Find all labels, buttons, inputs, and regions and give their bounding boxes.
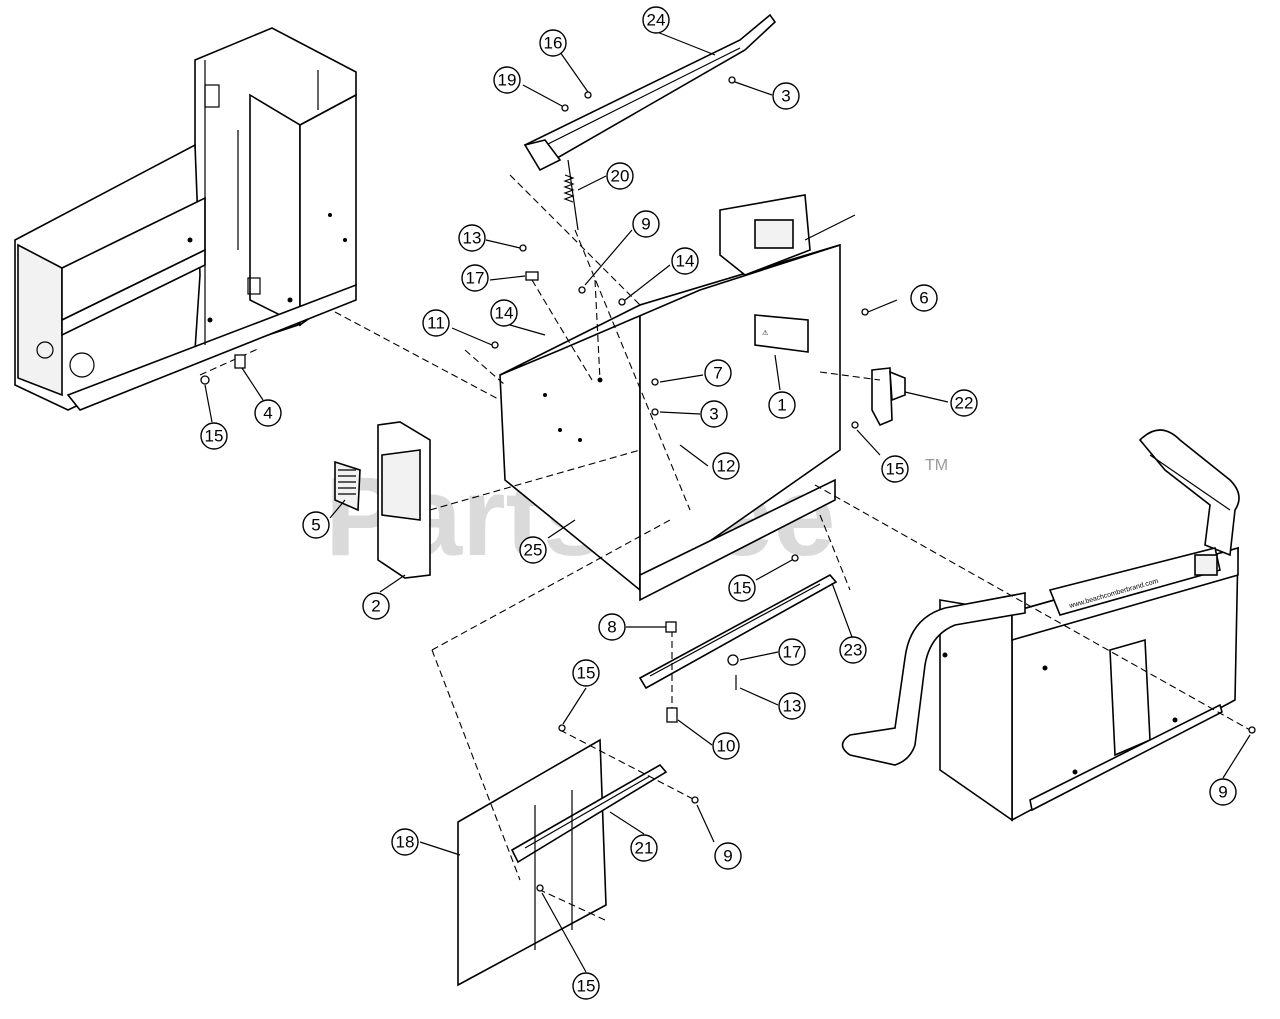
side-panel-2	[334, 421, 431, 579]
callout-16: 16	[539, 29, 567, 57]
callout-label: 3	[709, 405, 718, 424]
assembly-lines	[199, 174, 1251, 921]
callout-25: 25	[519, 536, 547, 564]
callout-9: 9	[1209, 778, 1237, 806]
callout-9: 9	[714, 842, 742, 870]
callout-label: 9	[641, 215, 650, 234]
callout-13: 13	[778, 692, 806, 720]
bracket-22	[871, 367, 906, 427]
callout-label: 8	[607, 618, 616, 637]
callout-15: 15	[881, 455, 909, 483]
callout-15: 15	[728, 574, 756, 602]
callout-label: 19	[498, 71, 517, 90]
callout-21: 21	[630, 834, 658, 862]
callout-22: 22	[950, 389, 978, 417]
callout-13: 13	[458, 224, 486, 252]
callout-label: 4	[263, 404, 272, 423]
callout-label: 22	[955, 394, 974, 413]
callout-3: 3	[772, 82, 800, 110]
callout-14: 14	[671, 247, 699, 275]
callout-18: 18	[391, 828, 419, 856]
callout-label: 1	[777, 396, 786, 415]
callout-label: 2	[371, 597, 380, 616]
callout-label: 3	[781, 87, 790, 106]
callout-10: 10	[712, 732, 740, 760]
watermark-trademark: TM	[925, 457, 948, 474]
callout-11: 11	[422, 309, 450, 337]
callout-15: 15	[200, 422, 228, 450]
spring-20	[563, 159, 579, 231]
svg-text:⚠: ⚠	[762, 329, 768, 337]
callout-label: 5	[311, 516, 320, 535]
callout-label: 14	[495, 304, 514, 323]
top-bracket-rod	[523, 13, 777, 172]
callout-label: 15	[886, 460, 905, 479]
callout-label: 17	[466, 269, 485, 288]
callout-label: 17	[783, 643, 802, 662]
callout-label: 9	[723, 847, 732, 866]
left-frame-assembly	[14, 27, 357, 411]
callout-23: 23	[839, 636, 867, 664]
callout-label: 21	[635, 839, 654, 858]
callout-label: 7	[713, 364, 722, 383]
callout-label: 14	[676, 252, 695, 271]
callout-6: 6	[910, 284, 938, 312]
callout-8: 8	[598, 613, 626, 641]
callout-label: 6	[919, 289, 928, 308]
hardware-fasteners	[200, 76, 1256, 892]
callout-7: 7	[704, 359, 732, 387]
callout-label: 13	[783, 697, 802, 716]
callout-label: 24	[647, 11, 666, 30]
callout-12: 12	[712, 452, 740, 480]
callout-label: 18	[396, 833, 415, 852]
callout-17: 17	[778, 638, 806, 666]
rail-23	[638, 573, 838, 690]
callout-label: 25	[524, 541, 543, 560]
callout-9: 9	[632, 210, 660, 238]
callout-5: 5	[302, 511, 330, 539]
callout-label: 15	[733, 579, 752, 598]
callout-label: 11	[427, 314, 445, 333]
center-housing-assembly: ⚠	[499, 194, 856, 602]
callout-24: 24	[642, 6, 670, 34]
callout-15: 15	[572, 659, 600, 687]
callout-label: 9	[1218, 783, 1227, 802]
callout-label: 16	[544, 34, 563, 53]
callout-3: 3	[700, 400, 728, 428]
callout-label: 12	[717, 457, 736, 476]
callout-14: 14	[490, 299, 518, 327]
plate-18-and-rail-21	[457, 738, 668, 987]
callout-label: 13	[463, 229, 482, 248]
callout-label: 15	[577, 664, 596, 683]
callout-15: 15	[572, 972, 600, 1000]
callout-label: 15	[577, 977, 596, 996]
callout-2: 2	[362, 592, 390, 620]
callout-label: 20	[611, 167, 630, 186]
callout-19: 19	[493, 66, 521, 94]
leader-lines	[204, 27, 1251, 973]
callout-label: 15	[205, 427, 224, 446]
callout-label: 10	[717, 737, 736, 756]
callout-label: 23	[844, 641, 863, 660]
callout-20: 20	[606, 162, 634, 190]
callout-17: 17	[461, 264, 489, 292]
right-bin-assembly: www.beachcomberbrand.com	[841, 429, 1240, 822]
callout-4: 4	[254, 399, 282, 427]
callout-1: 1	[768, 391, 796, 419]
